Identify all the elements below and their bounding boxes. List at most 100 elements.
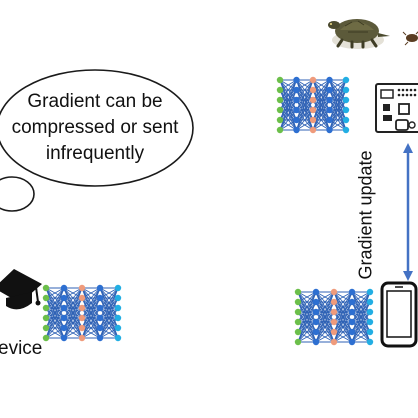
network-node: [330, 328, 338, 336]
network-node: [342, 106, 350, 114]
network-edge: [333, 311, 353, 343]
network-edge: [333, 321, 353, 343]
network-edge: [296, 79, 314, 131]
thought-bubble-tail: [0, 176, 35, 212]
device-label: evice: [0, 338, 43, 359]
network-node: [348, 338, 356, 346]
bubble-text-line-2: compressed or sent: [11, 117, 179, 138]
network-edge: [351, 321, 371, 343]
network-node: [293, 116, 300, 124]
network-edge: [99, 287, 119, 339]
network-node: [96, 294, 104, 302]
network-node: [276, 96, 284, 104]
network-node: [42, 294, 50, 302]
network-node: [276, 86, 284, 94]
network-edge: [99, 307, 119, 339]
network-edge: [99, 287, 119, 319]
network-node: [326, 116, 333, 124]
network-edge: [81, 287, 101, 339]
network-node: [348, 298, 356, 306]
network-node: [312, 288, 320, 296]
network-edge: [329, 109, 347, 131]
network-edge: [296, 79, 314, 91]
network-edge: [351, 291, 371, 333]
network-edge: [312, 99, 330, 131]
network-edge: [45, 287, 65, 319]
network-edge: [297, 291, 317, 333]
network-edge: [297, 311, 317, 343]
network-edge: [351, 331, 371, 343]
network-edge: [315, 311, 335, 343]
network-edge: [297, 291, 317, 303]
network-edge: [333, 291, 353, 343]
network-node: [342, 116, 350, 124]
network-edge: [297, 321, 317, 343]
network-edge: [329, 79, 347, 101]
network-node: [294, 318, 302, 326]
network-edge: [45, 297, 65, 339]
network-node: [96, 334, 104, 342]
network-edge: [333, 291, 353, 323]
network-edge: [351, 311, 371, 343]
network-node: [366, 298, 374, 306]
network-node: [309, 116, 317, 124]
network-edge: [279, 79, 297, 131]
network-edge: [312, 79, 330, 91]
network-edge: [333, 331, 353, 343]
network-node: [348, 328, 356, 336]
network-edge: [63, 287, 83, 339]
network-edge: [333, 291, 353, 303]
network-edge: [351, 291, 371, 313]
network-edge: [296, 89, 314, 131]
network-edge: [45, 317, 65, 339]
network-node: [42, 284, 50, 292]
network-edge: [81, 287, 101, 299]
network-edge: [351, 291, 371, 343]
network-node: [309, 76, 317, 84]
network-node: [330, 288, 338, 296]
network-node: [42, 324, 50, 332]
network-edge: [315, 301, 335, 343]
network-edge: [279, 79, 297, 91]
network-node: [330, 308, 338, 316]
network-edge: [279, 79, 297, 121]
network-edge: [329, 79, 347, 91]
network-node: [114, 334, 122, 342]
network-edge: [99, 327, 119, 339]
network-edge: [297, 331, 317, 343]
network-node: [114, 304, 122, 312]
network-node: [60, 294, 68, 302]
network-edge: [81, 287, 101, 309]
neural-network-icon: [42, 284, 122, 342]
network-node: [366, 308, 374, 316]
network-node: [78, 304, 86, 312]
network-edge: [279, 79, 297, 101]
network-edge: [296, 79, 314, 121]
network-edge: [45, 307, 65, 339]
network-node: [348, 308, 356, 316]
network-edge: [297, 291, 317, 323]
network-node: [293, 76, 300, 84]
network-node: [96, 304, 104, 312]
network-edge: [333, 291, 353, 333]
network-edge: [351, 291, 371, 323]
network-edge: [63, 287, 83, 319]
network-edge: [296, 119, 314, 131]
network-node: [276, 116, 284, 124]
network-edge: [297, 291, 317, 343]
network-node: [293, 106, 300, 114]
network-node: [366, 318, 374, 326]
network-edge: [333, 291, 353, 313]
network-edge: [99, 287, 119, 309]
network-edge: [312, 89, 330, 131]
network-node: [276, 126, 284, 134]
network-edge: [312, 119, 330, 131]
network-node: [312, 328, 320, 336]
network-node: [312, 338, 320, 346]
network-edge: [315, 291, 335, 313]
network-edge: [63, 307, 83, 339]
network-node: [342, 76, 350, 84]
network-node: [114, 294, 122, 302]
network-edge: [329, 119, 347, 131]
